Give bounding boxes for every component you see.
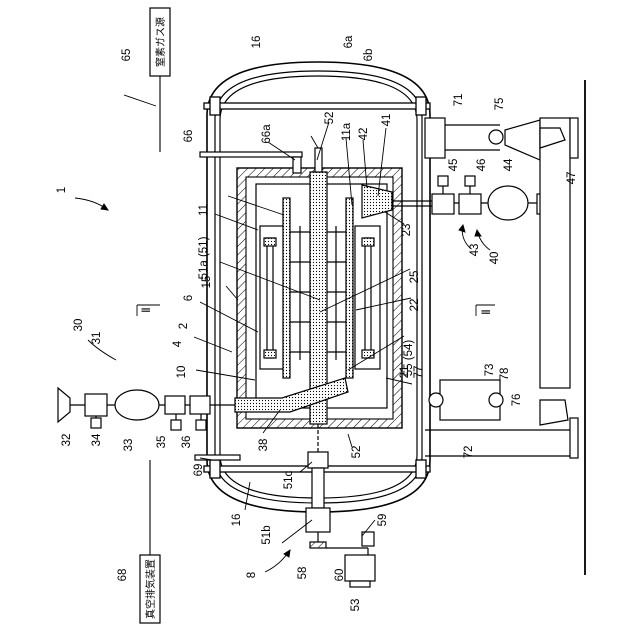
ref-label-n8: 8 [246, 572, 258, 578]
ref-label-n32: 32 [61, 434, 73, 447]
inlet-gas-line [58, 388, 235, 430]
ref-label-n51a: 51a (51) [198, 236, 210, 279]
ref-label-n45: 45 [448, 159, 460, 172]
ref-label-n59: 59 [377, 514, 389, 527]
ref-label-n25: 25 [409, 271, 421, 284]
ref-label-n2: 2 [178, 323, 190, 329]
ref-label-n6b: 6b [363, 49, 375, 62]
ref-label-n4: 4 [172, 340, 184, 347]
ref-label-n52b: 52 [351, 446, 363, 459]
ref-label-n60: 60 [334, 569, 346, 582]
ref-label-n46: 46 [476, 159, 488, 172]
ref-label-n15: 15 [201, 276, 213, 289]
ref-label-n11a: 11a [341, 122, 353, 141]
ref-label-n22: 22 [409, 299, 421, 312]
ref-label-n10: 10 [176, 366, 188, 379]
ref-label-n72: 72 [463, 446, 475, 459]
ref-label-n36: 36 [181, 436, 193, 449]
ref-label-n16b: 16 [231, 514, 243, 527]
ref-label-n30: 30 [73, 319, 85, 332]
ref-label-secA: Ⅱ [141, 307, 153, 313]
nitrogen-source-box: 窒素ガス源 [150, 8, 170, 152]
ref-label-n1: 1 [56, 187, 68, 193]
ref-label-n78: 78 [499, 368, 511, 381]
ref-label-n76: 76 [511, 394, 523, 407]
ref-label-n69: 69 [193, 464, 205, 477]
ref-label-n77: 77 [413, 366, 425, 379]
ref-label-n44: 44 [503, 158, 515, 171]
ref-label-secB: Ⅱ [481, 309, 493, 315]
ref-label-n23: 23 [401, 224, 413, 237]
ref-label-n21: 21 [399, 366, 411, 379]
ref-label-n51b: 51b [261, 525, 273, 544]
ref-label-n75: 75 [494, 98, 506, 111]
ref-label-n47: 47 [566, 172, 578, 185]
ref-label-n11: 11 [198, 204, 210, 216]
ref-label-n16a: 16 [251, 36, 263, 49]
vacuum-port-pipe [195, 455, 240, 460]
ref-label-n51c: 51c [283, 470, 295, 489]
box-label-nitrogen_source: 窒素ガス源 [154, 17, 167, 67]
ref-label-n6: 6 [183, 295, 195, 301]
ref-label-n71: 71 [453, 94, 465, 107]
ref-label-n41: 41 [381, 114, 393, 127]
vacuum-device-box: 真空排気装置 [140, 460, 160, 623]
ref-label-n35: 35 [156, 436, 168, 449]
ref-label-n65: 65 [121, 49, 133, 62]
ref-label-n53: 53 [350, 599, 362, 612]
ref-label-n73: 73 [484, 364, 496, 377]
ref-label-n34: 34 [91, 433, 103, 446]
ref-label-n58: 58 [297, 567, 309, 580]
ref-label-n52a: 52 [324, 112, 336, 125]
ref-label-n40: 40 [489, 252, 501, 265]
ref-label-n66: 66 [183, 130, 195, 143]
ref-label-n43: 43 [469, 244, 481, 257]
box-label-vacuum_device: 真空排気装置 [144, 559, 157, 619]
support-frame [425, 80, 585, 575]
ref-label-n6a: 6a [343, 35, 355, 48]
ref-label-n31: 31 [91, 332, 103, 345]
ref-label-n42: 42 [358, 128, 370, 141]
ref-label-n38: 38 [258, 439, 270, 452]
rotating-shaft [306, 148, 330, 548]
ref-label-n33: 33 [123, 439, 135, 452]
ref-label-n68: 68 [117, 569, 129, 582]
ref-label-n66a: 66a [261, 124, 273, 144]
